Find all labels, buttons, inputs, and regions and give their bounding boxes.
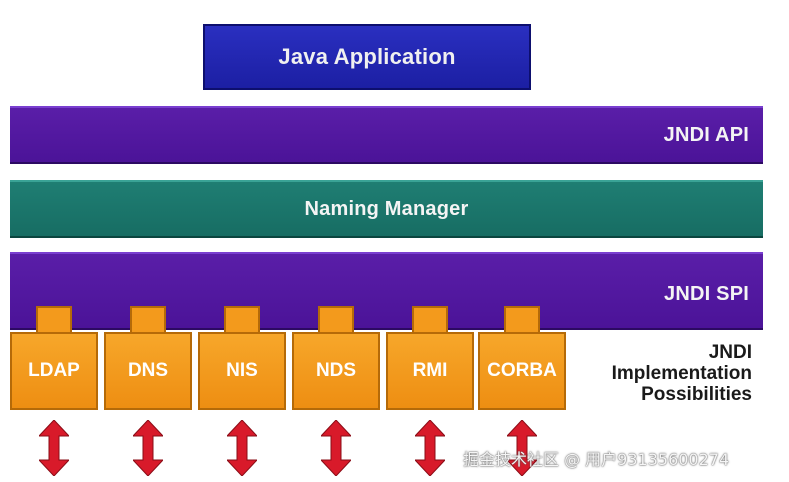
impl-connector bbox=[318, 306, 354, 336]
java-application-label: Java Application bbox=[278, 44, 456, 69]
java-application-box: Java Application bbox=[203, 24, 531, 90]
impl-label-line-1: JNDI bbox=[708, 342, 752, 363]
double-arrow-icon bbox=[321, 420, 351, 476]
jndi-api-label: JNDI API bbox=[663, 123, 749, 146]
impl-connector bbox=[504, 306, 540, 336]
impl-label-rmi: RMI bbox=[412, 360, 448, 381]
double-arrow-icon bbox=[227, 420, 257, 476]
impl-connector bbox=[224, 306, 260, 336]
impl-body: NDS bbox=[292, 332, 380, 410]
double-arrow-icon bbox=[415, 420, 445, 476]
impl-box-corba: CORBA bbox=[478, 306, 566, 410]
impl-box-rmi: RMI bbox=[386, 306, 474, 410]
impl-connector bbox=[36, 306, 72, 336]
impl-box-nds: NDS bbox=[292, 306, 380, 410]
implementation-possibilities-label: JNDI Implementation Possibilities bbox=[572, 342, 752, 405]
impl-label-line-2: Implementation bbox=[611, 363, 752, 384]
impl-box-nis: NIS bbox=[198, 306, 286, 410]
naming-manager-label: Naming Manager bbox=[304, 197, 469, 220]
impl-connector bbox=[412, 306, 448, 336]
jndi-spi-label: JNDI SPI bbox=[664, 283, 749, 305]
impl-body: RMI bbox=[386, 332, 474, 410]
impl-body: LDAP bbox=[10, 332, 98, 410]
impl-label-line-3: Possibilities bbox=[641, 384, 752, 405]
impl-label-ldap: LDAP bbox=[28, 360, 80, 381]
double-arrow-icon bbox=[39, 420, 69, 476]
impl-box-ldap: LDAP bbox=[10, 306, 98, 410]
impl-label-dns: DNS bbox=[127, 360, 169, 381]
impl-body: DNS bbox=[104, 332, 192, 410]
watermark-text: 掘金技术社区 @ 用户93135600274 bbox=[463, 450, 730, 469]
impl-label-nds: NDS bbox=[315, 360, 357, 381]
double-arrow-icon bbox=[133, 420, 163, 476]
impl-body: NIS bbox=[198, 332, 286, 410]
impl-connector bbox=[130, 306, 166, 336]
impl-label-corba: CORBA bbox=[487, 360, 557, 381]
jndi-api-bar: JNDI API bbox=[10, 106, 763, 164]
double-arrow-icon bbox=[507, 420, 537, 476]
impl-label-nis: NIS bbox=[226, 360, 258, 381]
impl-box-dns: DNS bbox=[104, 306, 192, 410]
impl-body: CORBA bbox=[478, 332, 566, 410]
naming-manager-bar: Naming Manager bbox=[10, 180, 763, 238]
